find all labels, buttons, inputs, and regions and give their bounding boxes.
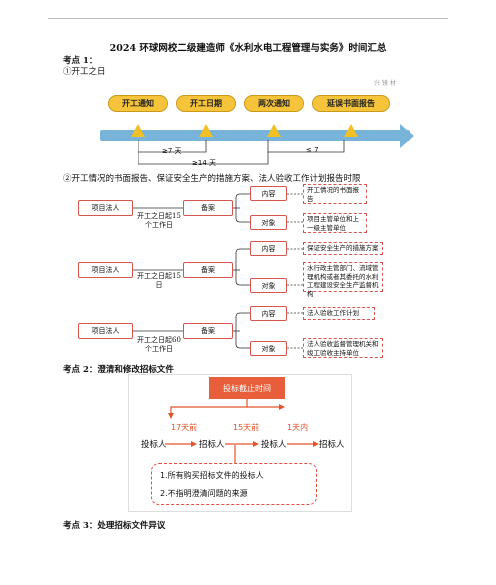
clarification-notes: 1.所有购买招标文件的投标人 2.不指明澄清问题的来源: [151, 463, 317, 505]
kp3-heading: 考点 3：处理招标文件异议: [63, 521, 166, 531]
gap-2-label: ≤ 7: [306, 146, 319, 154]
group-connectors: [133, 193, 303, 349]
node-tenderer-1: 招标人: [199, 440, 225, 450]
object-label-1: 对象: [250, 215, 287, 230]
kp2-heading: 考点 2：澄清和修改招标文件: [63, 365, 174, 375]
step-delay-report: 延误书面报告: [312, 95, 390, 112]
time-1-day: 1天内: [287, 423, 309, 432]
tender-connectors: [165, 399, 319, 463]
node-bidder-1: 投标人: [141, 440, 167, 450]
step-start-date: 开工日期: [176, 95, 236, 112]
deadline-box: 投标截止时间: [209, 377, 285, 399]
time-15-days: 15天前: [233, 423, 260, 432]
step-second-notice: 两次通知: [244, 95, 304, 112]
gap-3-label: ≥14 天: [192, 159, 216, 167]
object-text-3: 法人验收监督管理机关和竣工验收主持单位: [303, 338, 383, 358]
note-1: 1.所有购买招标文件的投标人: [160, 471, 264, 480]
filing-box-1: 备案: [183, 200, 233, 216]
marker-1: [131, 124, 145, 137]
legal-box-3: 项目法人: [78, 323, 133, 339]
content-label-1: 内容: [250, 186, 287, 201]
filing-box-2: 备案: [183, 262, 233, 278]
object-text-2: 水行政主管部门、流域管理机构或者其委托的水利工程建设安全生产监督机构: [303, 262, 383, 298]
page-title: 2024 环球网校二级建造师《水利水电工程管理与实务》时间汇总: [109, 43, 387, 54]
deadline-3: 开工之日起60个工作日: [137, 336, 181, 353]
kp1-heading: 考点 1：: [63, 56, 98, 66]
object-text-1: 项目主管单位和上一级主管单位: [303, 213, 367, 233]
kp1-subheading-2: ②开工情况的书面报告、保证安全生产的措施方案、法人验收工作计划报告时限: [63, 174, 361, 184]
timeline-arrow-icon: [400, 124, 414, 148]
gap-1-label: ≥7 天: [162, 147, 182, 155]
deadline-1: 开工之日起15 个工作日: [137, 212, 181, 229]
step-start-notice: 开工通知: [108, 95, 168, 112]
time-17-days: 17天前: [171, 423, 198, 432]
content-text-2: 保证安全生产的措施方案: [303, 242, 383, 255]
content-text-3: 法人验收工作计划: [303, 307, 375, 320]
legal-box-2: 项目法人: [78, 262, 133, 278]
gap-brackets: [138, 140, 345, 165]
deadline-2: 开工之日起15日: [137, 272, 181, 289]
object-label-3: 对象: [250, 341, 287, 356]
note-2: 2.不指明澄清问题的来源: [160, 489, 248, 498]
node-tenderer-2: 招标人: [319, 440, 345, 450]
content-text-1: 开工情况的书面报告: [303, 184, 367, 204]
content-label-3: 内容: [250, 306, 287, 321]
marker-4: [344, 124, 358, 137]
legal-box-1: 项目法人: [78, 200, 133, 216]
node-bidder-2: 投标人: [261, 440, 287, 450]
watermark: 兴 镜 材: [374, 80, 396, 87]
marker-2: [199, 124, 213, 137]
filing-box-3: 备案: [183, 323, 233, 339]
tender-diagram: 投标截止时间 17天前 15天前 1天内 投标人 招标人 投标人 招标人 1.所…: [128, 374, 352, 512]
marker-3: [267, 124, 281, 137]
timeline-bar: [100, 130, 410, 141]
kp1-subheading: ①开工之日: [63, 67, 106, 77]
object-label-2: 对象: [250, 278, 287, 293]
content-label-2: 内容: [250, 241, 287, 256]
top-rule: [48, 18, 448, 19]
